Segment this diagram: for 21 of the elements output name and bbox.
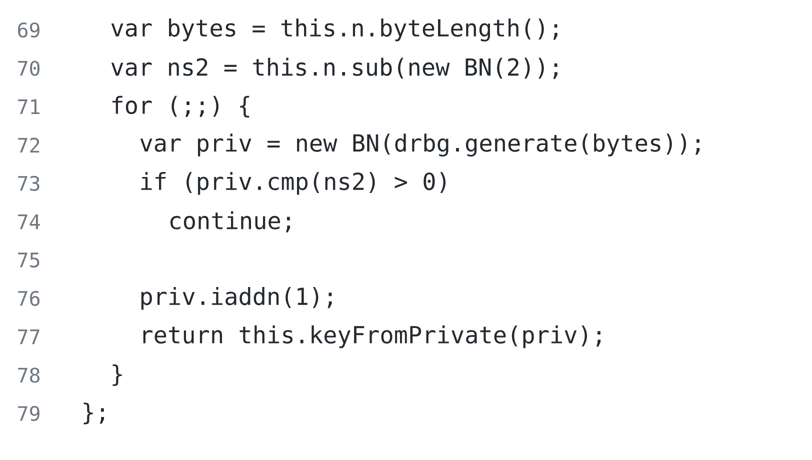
- code-line: }: [112, 364, 122, 386]
- line-number: 69: [18, 22, 40, 38]
- line-number: 74: [18, 214, 40, 230]
- line-number: 71: [18, 99, 40, 114]
- code-line: if (priv.cmp(ns2) > 0): [141, 172, 446, 195]
- line-number: 75: [18, 252, 40, 268]
- code-line: var priv = new BN(drbg.generate(bytes));: [140, 134, 700, 157]
- line-number: 73: [18, 176, 40, 191]
- code-line: continue;: [170, 211, 290, 232]
- line-number: 78: [18, 368, 40, 383]
- line-number: 72: [18, 138, 40, 153]
- code-line: var bytes = this.n.byteLength();: [111, 18, 558, 42]
- code-line: priv.iaddn(1);: [141, 287, 332, 310]
- code-line: return this.keyFromPrivate(priv);: [143, 325, 601, 348]
- code-line: var ns2 = this.n.sub(new BN(2));: [111, 58, 558, 79]
- code-line: for (;;) {: [112, 96, 250, 118]
- code-line: };: [84, 402, 104, 424]
- line-number: 76: [18, 290, 40, 306]
- line-number: 79: [18, 406, 40, 422]
- line-number: 70: [18, 60, 40, 76]
- line-number: 77: [18, 330, 40, 344]
